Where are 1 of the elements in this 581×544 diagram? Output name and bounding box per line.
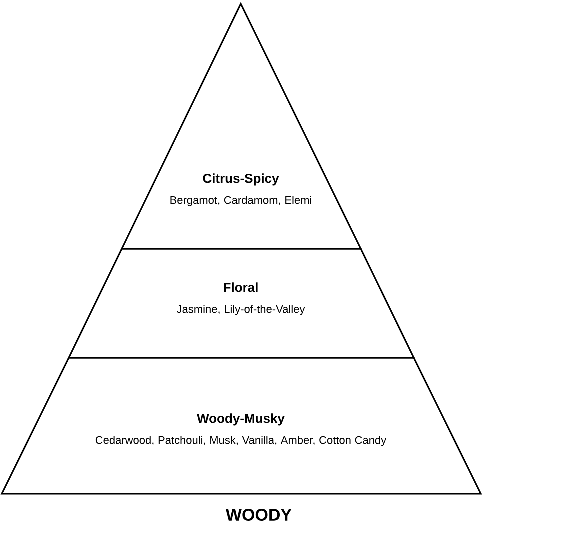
caption: WOODY (226, 508, 292, 522)
